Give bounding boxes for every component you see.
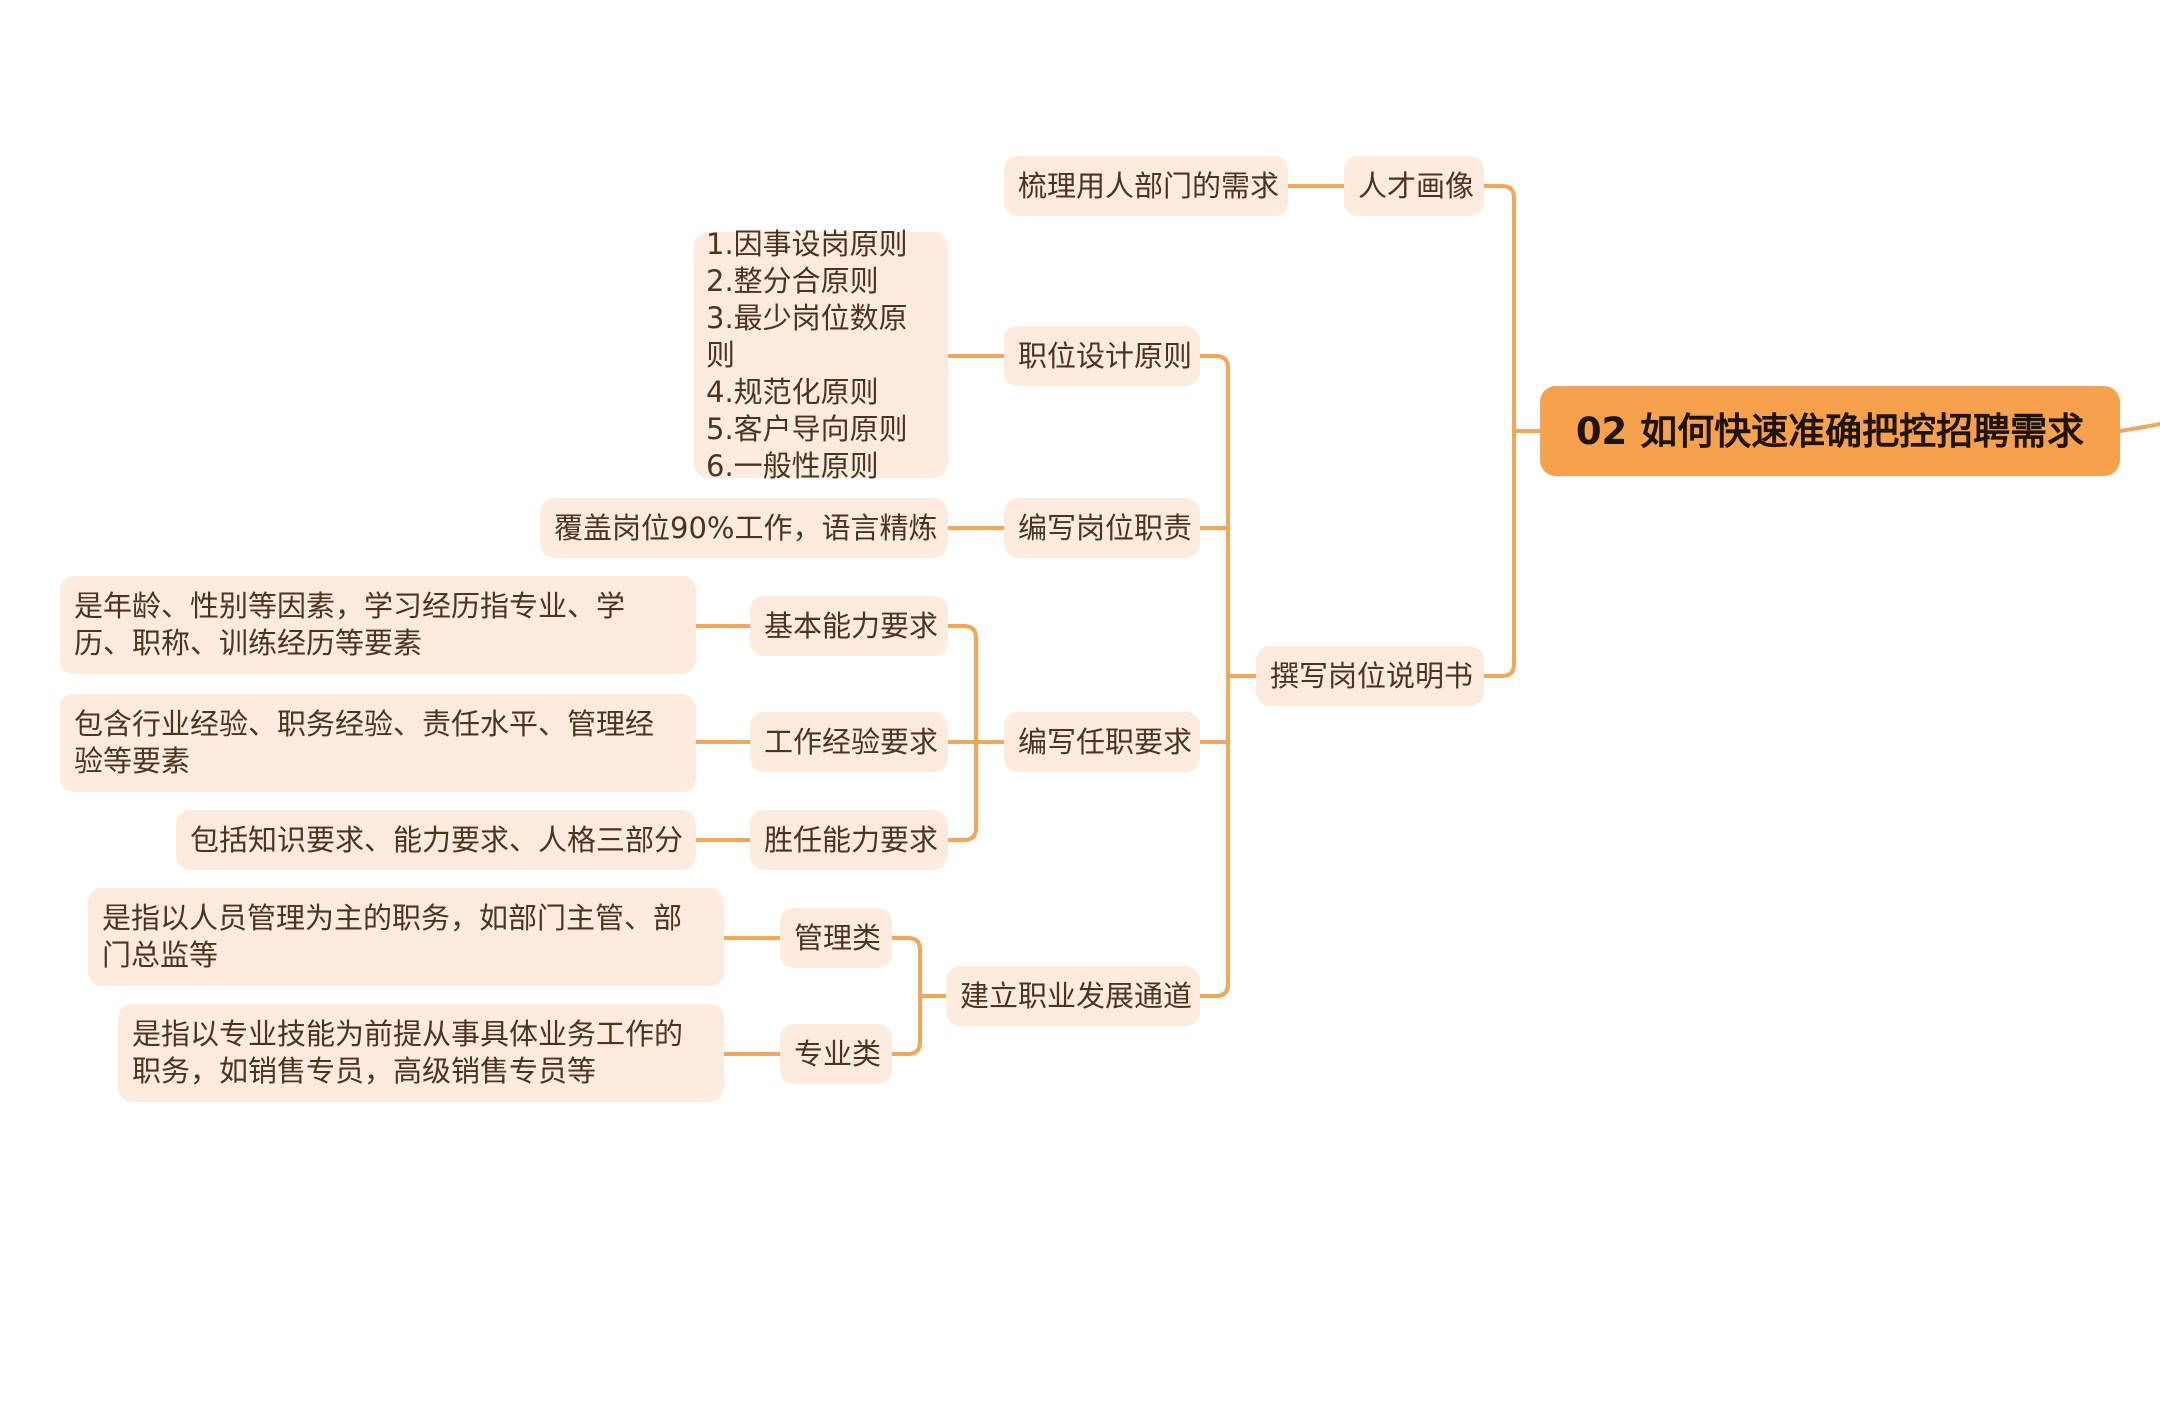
node-career-path[interactable]: 建立职业发展通道: [946, 966, 1200, 1026]
node-work-experience-detail[interactable]: 包含行业经验、职务经验、责任水平、管理经验等要素: [60, 694, 696, 792]
node-professional[interactable]: 专业类: [780, 1024, 892, 1084]
node-management[interactable]: 管理类: [780, 908, 892, 968]
node-management-detail[interactable]: 是指以人员管理为主的职务，如部门主管、部门总监等: [88, 888, 724, 986]
root-node[interactable]: 02 如何快速准确把控招聘需求: [1540, 386, 2120, 476]
edge-career-child-0: [890, 936, 922, 952]
principle-item: 4.规范化原则: [706, 374, 879, 409]
node-sort-department-needs[interactable]: 梳理用人部门的需求: [1004, 156, 1288, 216]
principle-item: 5.客户导向原则: [706, 411, 908, 446]
edge-root-child-0: [1482, 184, 1516, 200]
edge-req-child-2: [946, 826, 978, 842]
node-requirements[interactable]: 编写任职要求: [1004, 712, 1200, 772]
node-job-description[interactable]: 撰写岗位说明书: [1256, 646, 1484, 706]
node-basic-ability-detail[interactable]: 是年龄、性别等因素，学习经历指专业、学历、职称、训练经历等要素: [60, 576, 696, 674]
node-competency-detail[interactable]: 包括知识要求、能力要求、人格三部分: [176, 810, 696, 870]
node-work-experience[interactable]: 工作经验要求: [750, 712, 948, 772]
edge-req-child-0: [946, 624, 978, 640]
edge-root-child-1: [1482, 662, 1516, 678]
node-competency[interactable]: 胜任能力要求: [750, 810, 948, 870]
edge-jd-child-3: [1198, 982, 1230, 998]
node-talent-profile[interactable]: 人才画像: [1344, 156, 1484, 216]
node-principles-list[interactable]: 1.因事设岗原则 2.整分合原则 3.最少岗位数原则 4.规范化原则 5.客户导…: [694, 227, 948, 483]
principle-item: 6.一般性原则: [706, 448, 879, 483]
edge-career-child-1: [890, 1040, 922, 1056]
node-professional-detail[interactable]: 是指以专业技能为前提从事具体业务工作的职务，如销售专员，高级销售专员等: [118, 1004, 724, 1102]
edge-jd-child-0: [1198, 354, 1230, 370]
principle-item: 3.最少岗位数原则: [706, 300, 908, 372]
node-duties[interactable]: 编写岗位职责: [1004, 498, 1200, 558]
principle-item: 2.整分合原则: [706, 263, 879, 298]
node-design-principles[interactable]: 职位设计原则: [1004, 326, 1200, 386]
principle-item: 1.因事设岗原则: [706, 226, 908, 261]
node-duties-detail[interactable]: 覆盖岗位90%工作，语言精炼: [540, 498, 948, 558]
edge-root-tail: [2118, 422, 2160, 433]
node-basic-ability[interactable]: 基本能力要求: [750, 596, 948, 656]
